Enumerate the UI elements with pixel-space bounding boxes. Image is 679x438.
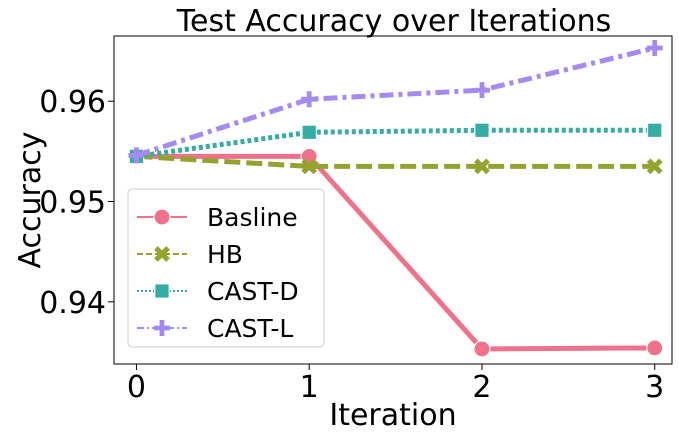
legend-frame xyxy=(127,188,325,348)
y-tick-label: 0.96 xyxy=(39,85,106,120)
plot-frame xyxy=(113,35,673,365)
x-tick-label: 3 xyxy=(645,370,664,405)
data-point xyxy=(646,122,663,139)
data-point xyxy=(646,40,663,57)
x-tick-label: 2 xyxy=(472,370,491,405)
data-point xyxy=(474,158,490,175)
legend-marker xyxy=(154,246,170,262)
legend-marker xyxy=(154,320,170,336)
legend-label: CAST-D xyxy=(207,277,299,306)
legend-item: Basline xyxy=(137,203,298,232)
series-hb xyxy=(128,148,663,175)
legend-label: CAST-L xyxy=(207,314,293,343)
x-axis: 0 1 2 3 xyxy=(127,364,664,405)
legend-marker xyxy=(154,283,170,299)
data-point xyxy=(474,122,490,139)
chart-title: Test Accuracy over Iterations xyxy=(176,4,611,39)
y-tick-label: 0.94 xyxy=(39,286,106,321)
x-tick-label: 1 xyxy=(300,370,319,405)
legend-label: HB xyxy=(207,240,243,269)
series-layer xyxy=(127,40,664,358)
data-point xyxy=(301,124,318,141)
data-point xyxy=(646,158,663,175)
series-line xyxy=(136,153,655,352)
data-point xyxy=(128,147,145,164)
data-point xyxy=(473,82,490,99)
y-axis: 0.94 0.95 0.96 xyxy=(39,85,114,321)
series-line xyxy=(136,127,655,159)
legend-label: Basline xyxy=(207,203,298,232)
x-tick-label: 0 xyxy=(127,370,146,405)
data-point xyxy=(473,340,491,358)
data-point xyxy=(301,158,318,175)
series-line xyxy=(135,45,656,158)
y-tick-label: 0.95 xyxy=(39,186,106,221)
series-line xyxy=(136,153,655,169)
data-point xyxy=(646,339,664,357)
series-cast-l xyxy=(128,40,663,164)
legend-item: CAST-L xyxy=(137,314,293,343)
data-point xyxy=(301,91,318,108)
legend-item: HB xyxy=(137,240,243,269)
legend-item: CAST-D xyxy=(137,277,299,306)
x-axis-label: Iteration xyxy=(329,398,456,433)
legend-marker xyxy=(153,208,171,226)
y-axis-label: Accuracy xyxy=(13,132,48,269)
